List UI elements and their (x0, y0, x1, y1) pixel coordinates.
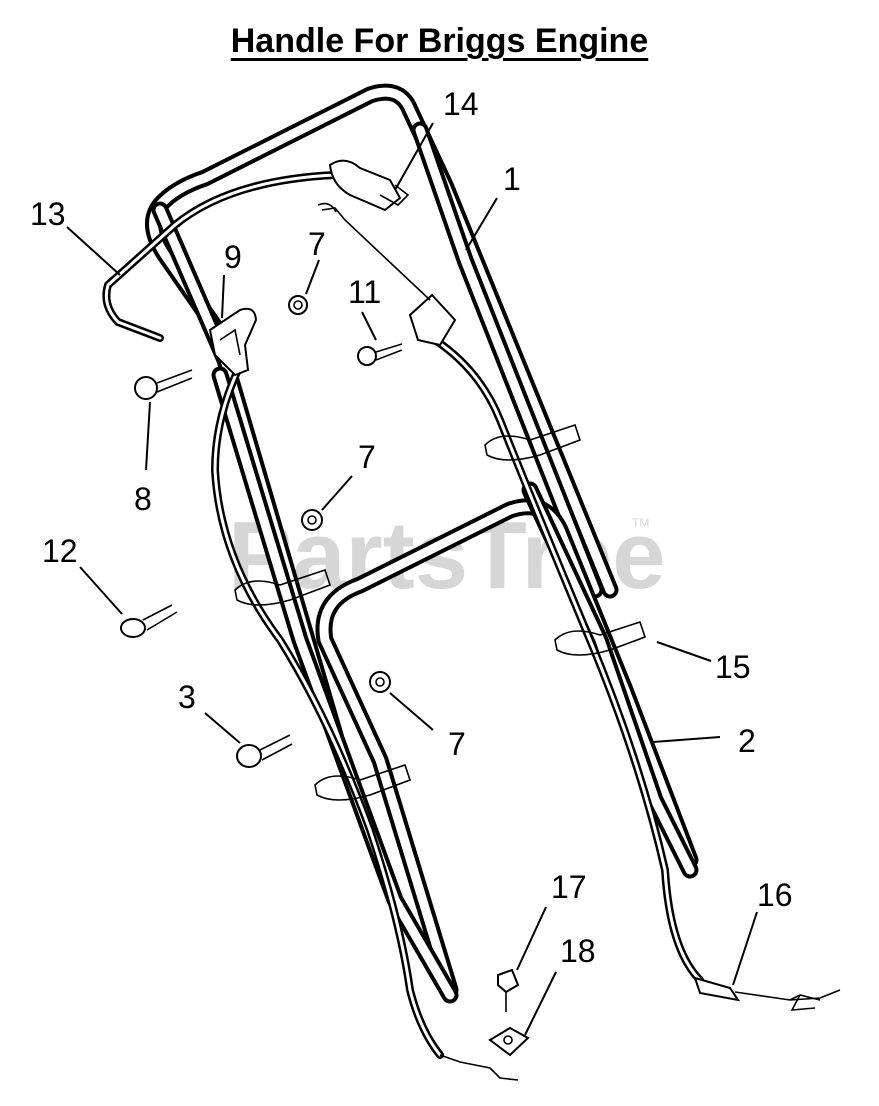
control-bail (102, 171, 339, 342)
eye-bolt (120, 604, 178, 638)
leader-lines (66, 122, 758, 1036)
watermark-trademark: TM (632, 516, 649, 530)
throttle-control (317, 202, 457, 347)
screw-small (497, 968, 520, 1012)
hex-nut-lower (369, 671, 391, 693)
carriage-bolt-upper (134, 369, 193, 400)
callout-14: 14 (443, 86, 479, 122)
hex-screw (357, 343, 403, 366)
callout-7-lower: 7 (448, 726, 466, 762)
callout-12: 12 (42, 533, 78, 569)
callout-13: 13 (30, 196, 66, 232)
cable-guide (208, 307, 258, 377)
callout-8: 8 (134, 481, 152, 517)
callout-9: 9 (224, 239, 242, 275)
hex-nut-upper (288, 295, 308, 315)
callout-18: 18 (560, 933, 596, 969)
control-cables (211, 336, 841, 1081)
lower-handle (211, 366, 699, 1004)
callout-16: 16 (757, 877, 793, 913)
diagram-title: Handle For Briggs Engine (230, 22, 649, 60)
cable-fitting (693, 976, 821, 1011)
carriage-bolt-lower (236, 734, 293, 768)
callout-11: 11 (348, 274, 381, 310)
cable-clip (328, 159, 410, 212)
callout-17: 17 (551, 869, 587, 905)
callout-7-middle: 7 (358, 439, 376, 475)
callout-2: 2 (738, 723, 756, 759)
hex-nut-middle (301, 509, 323, 531)
cable-ties (234, 423, 647, 801)
fasteners (120, 295, 821, 1057)
callout-labels: 14 1 13 9 7 11 8 7 12 15 3 7 2 17 16 18 (30, 86, 793, 969)
callout-3: 3 (178, 679, 196, 715)
cable-clamp (488, 1026, 530, 1057)
callout-1: 1 (503, 161, 521, 197)
callout-15: 15 (715, 649, 751, 685)
callout-7-top: 7 (308, 226, 326, 262)
